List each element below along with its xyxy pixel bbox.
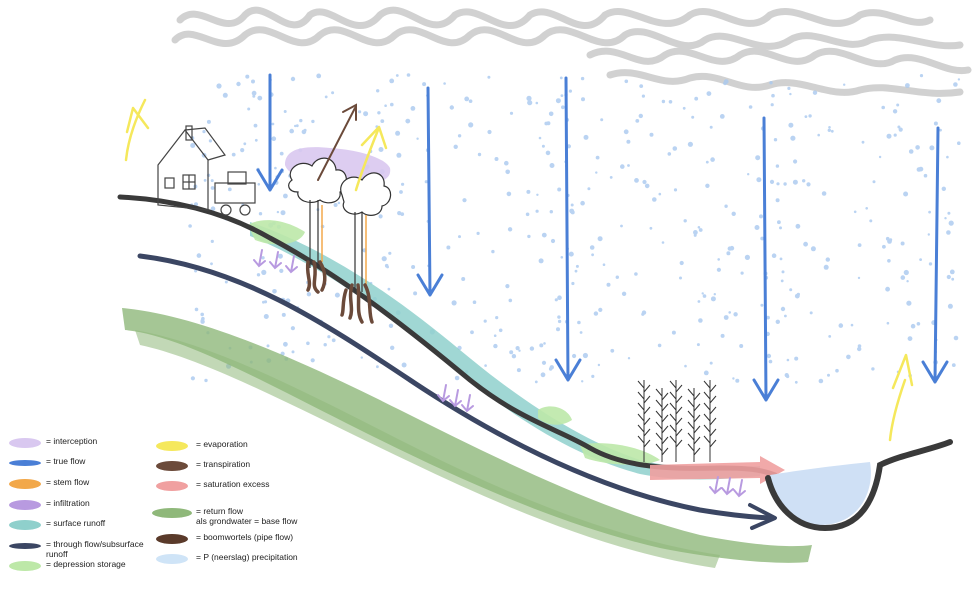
infiltration-arrows bbox=[253, 249, 746, 498]
depression-storage-1 bbox=[248, 220, 305, 245]
tree-trunks bbox=[309, 200, 363, 292]
house bbox=[157, 125, 226, 211]
legend-true-flow-label: = true flow bbox=[46, 456, 86, 466]
lake bbox=[770, 462, 871, 525]
legend-surface-runoff-label: = surface runoff bbox=[46, 518, 106, 528]
legend-depression-storage-label: = depression storage bbox=[46, 559, 126, 569]
transpiration-arrow bbox=[317, 103, 357, 181]
legend-through-flow-swatch bbox=[9, 543, 41, 549]
legend-true-flow-swatch bbox=[9, 460, 41, 466]
legend-infiltration-label: = infiltration bbox=[46, 498, 90, 508]
groundwater-band bbox=[122, 308, 812, 563]
surface-runoff-band bbox=[250, 222, 760, 480]
depression-storage-3 bbox=[580, 443, 660, 465]
legend-transpiration-swatch bbox=[156, 461, 188, 471]
true-flow-arrows bbox=[256, 73, 949, 402]
saturation-excess-band bbox=[650, 456, 785, 484]
legend-through-flow-label: = through flow/subsurface runoff bbox=[46, 539, 144, 559]
through-flow-arrowhead bbox=[748, 503, 777, 530]
lake-bank bbox=[765, 439, 953, 532]
legend-surface-runoff-swatch bbox=[9, 520, 41, 530]
legend-precipitation-label: = P (neerslag) precipitation bbox=[196, 552, 298, 562]
legend-return-flow-swatch bbox=[152, 508, 192, 518]
depression-storage-2 bbox=[538, 406, 572, 425]
clouds bbox=[171, 6, 972, 97]
car bbox=[214, 171, 256, 216]
legend-saturation-excess-swatch bbox=[156, 481, 188, 491]
legend-depression-storage-swatch bbox=[9, 561, 41, 571]
precipitation-dots bbox=[188, 73, 961, 384]
groundwater-band-lower bbox=[135, 330, 720, 568]
legend-swatches bbox=[9, 438, 192, 571]
legend-evaporation-label: = evaporation bbox=[196, 439, 248, 449]
legend-saturation-excess-label: = saturation excess bbox=[196, 479, 270, 489]
legend-stem-flow-swatch bbox=[9, 479, 41, 489]
legend-precipitation-swatch bbox=[156, 554, 188, 564]
legend-transpiration-label: = transpiration bbox=[196, 459, 251, 469]
bare-trees bbox=[637, 380, 717, 462]
legend-interception-label: = interception bbox=[46, 436, 98, 446]
legend-return-flow-label: = return flow als grondwater = base flow bbox=[196, 506, 298, 526]
legend-stem-flow-label: = stem flow bbox=[46, 477, 90, 487]
stem-flow-lines bbox=[321, 205, 367, 285]
legend-evaporation-swatch bbox=[156, 441, 188, 451]
through-flow-line bbox=[137, 253, 773, 521]
legend-boomwortels-label: = boomwortels (pipe flow) bbox=[196, 532, 294, 542]
roots bbox=[305, 260, 374, 324]
legend-boomwortels-swatch bbox=[156, 534, 188, 544]
evaporation-arrows bbox=[124, 98, 914, 442]
legend-interception-swatch bbox=[9, 438, 41, 448]
legend-infiltration-swatch bbox=[9, 500, 41, 510]
